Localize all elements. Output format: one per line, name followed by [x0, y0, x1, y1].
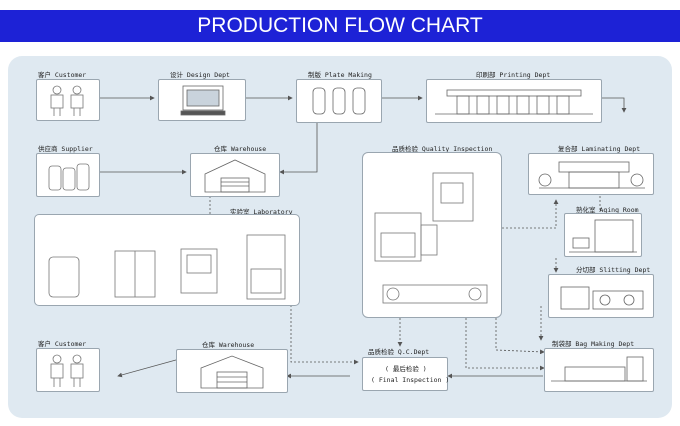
aging-label: 熟化室 Aging Room [576, 206, 639, 214]
customer-bottom-node [36, 348, 100, 392]
warehouse-bottom-icon [200, 355, 264, 389]
bag-making-machine-icon [551, 356, 647, 382]
customer-top-node [36, 79, 100, 121]
warehouse-bottom-label: 仓库 Warehouse [202, 341, 255, 349]
bag-making-node [544, 348, 654, 392]
aging-node [564, 213, 642, 257]
laboratory-label: 实验室 Laboratory [230, 208, 293, 216]
bag-making-label: 制袋部 Bag Making Dept [552, 340, 635, 348]
design-node [158, 79, 246, 121]
final-inspection-en: ( Final Inspection ) [371, 376, 450, 384]
quality-label: 品质检验 Quality Inspection [392, 145, 493, 153]
supplier-label: 供应商 Supplier [38, 145, 93, 153]
printing-press-icon [435, 89, 593, 115]
inspection-machines-icon [374, 172, 488, 304]
customer-people-icon [50, 85, 84, 116]
film-rolls-icon [48, 163, 90, 191]
plate-label: 制版 Plate Making [308, 71, 372, 79]
plate-cylinder-icon [312, 87, 366, 115]
page-title: PRODUCTION FLOW CHART [0, 10, 680, 42]
final-inspection-cn: ( 最后检验 ) [385, 365, 427, 373]
qc-node: ( 最后检验 ) ( Final Inspection ) [362, 357, 450, 391]
warehouse-top-node [190, 153, 280, 197]
laminating-node [528, 153, 654, 195]
qc-label: 品质检验 Q.C.Dept [368, 348, 430, 356]
slitting-label: 分切部 Slitting Dept [576, 266, 651, 274]
printing-node [426, 79, 602, 123]
slitting-machine-icon [560, 286, 644, 310]
laminating-machine-icon [538, 161, 645, 189]
plate-node [296, 79, 382, 123]
aging-room-icon [569, 219, 637, 253]
laminating-label: 复合部 Laminating Dept [558, 145, 641, 153]
customer-bottom-people-icon [50, 354, 84, 387]
lab-equipment-icon [48, 234, 286, 300]
printing-label: 印刷部 Printing Dept [476, 71, 551, 79]
customer-bottom-label: 客户 Customer [38, 340, 87, 348]
computer-icon [180, 85, 226, 116]
quality-node [362, 152, 502, 318]
supplier-node [36, 153, 100, 197]
customer-top-label: 客户 Customer [38, 71, 87, 79]
warehouse-icon [204, 159, 266, 193]
design-label: 设计 Design Dept [170, 71, 230, 79]
warehouse-bottom-node [176, 349, 288, 393]
laboratory-node [34, 214, 300, 306]
warehouse-top-label: 仓库 Warehouse [214, 145, 267, 153]
slitting-node [548, 274, 654, 318]
